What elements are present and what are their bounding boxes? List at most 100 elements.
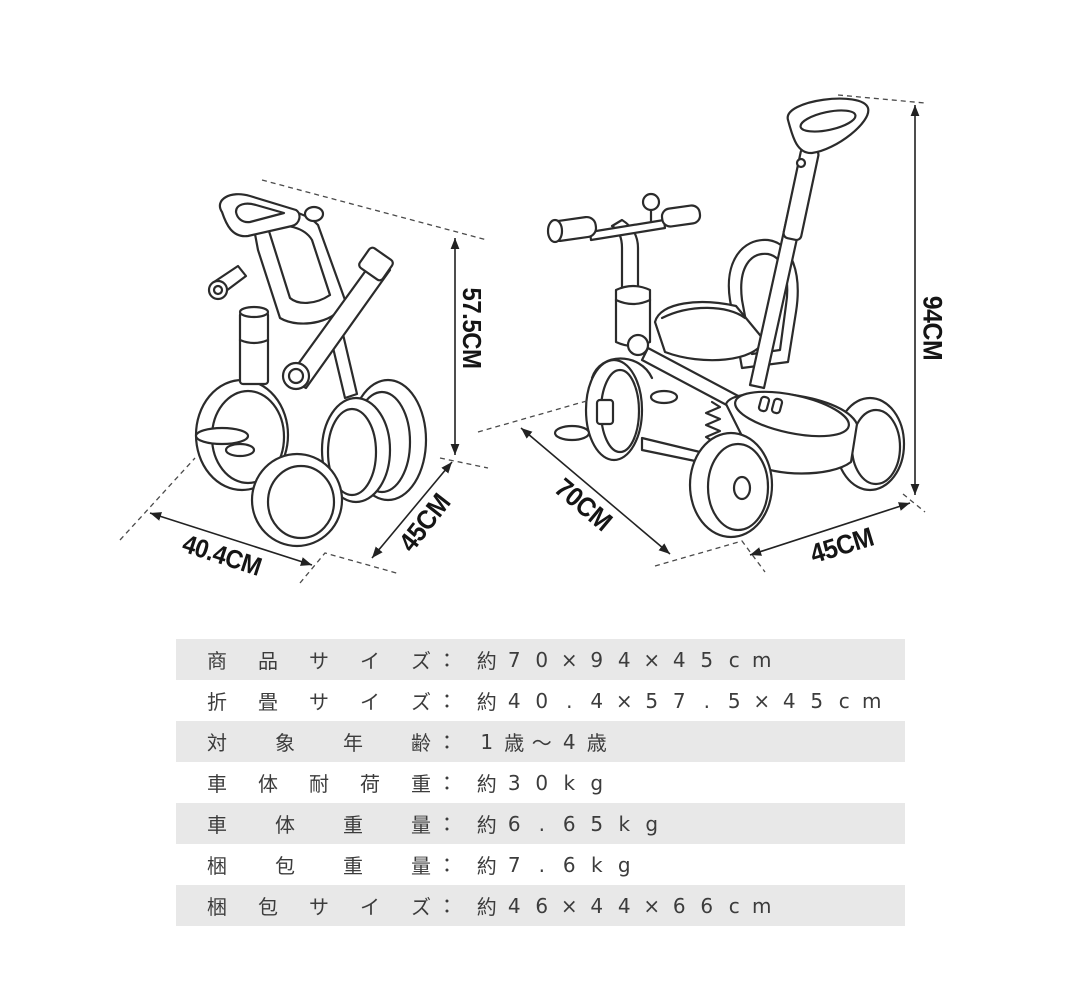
folded-hub [281, 361, 311, 391]
spec-value-char: m [752, 893, 772, 918]
spec-label-char: 商 [207, 649, 227, 673]
spec-label-char: 重 [411, 772, 431, 796]
folded-height-label: 57.5CM [457, 287, 487, 369]
spec-value-char: 0 [535, 688, 549, 713]
spec-value-char: 6 [562, 811, 576, 836]
spec-separator: ： [442, 852, 462, 876]
spec-label: 梱包重量 [205, 844, 433, 885]
spec-label-char: 車 [207, 772, 227, 796]
spec-value-char: 4 [590, 688, 604, 713]
front-hub [626, 333, 650, 357]
spec-value-char: 9 [590, 647, 604, 672]
spec-label-char: 齢 [411, 731, 431, 755]
spec-label-char: イ [360, 690, 380, 714]
spec-label-char: 折 [207, 690, 227, 714]
spec-value-char: × [643, 893, 661, 918]
spec-label-char: 包 [258, 895, 278, 919]
spec-value-char: 約 [476, 690, 497, 714]
spec-label-char: 対 [207, 731, 227, 755]
spec-label-char: 梱 [207, 895, 227, 919]
spec-value-char: 6 [672, 893, 686, 918]
folded-width-arrow [149, 512, 313, 566]
fork-seam [614, 298, 652, 306]
column-cap [238, 305, 270, 319]
spec-label-char: 量 [411, 854, 431, 878]
spec-value-char: 約 [476, 854, 497, 878]
spec-label-char: ズ [411, 690, 431, 714]
spec-label-char: 車 [207, 813, 227, 837]
pedal [595, 398, 615, 426]
spec-value-char: 7 [507, 647, 521, 672]
unfolded-left-extension [477, 399, 591, 433]
spec-label-char: イ [360, 895, 380, 919]
spec-value-char: 5 [727, 688, 741, 713]
spec-value-char: 7 [672, 688, 686, 713]
unfolded-tricycle [546, 97, 906, 539]
spec-value-char: 歳 [586, 731, 607, 755]
spec-label-char: 重 [343, 813, 363, 837]
spec-value-char: c [838, 688, 850, 713]
spec-separator: ： [442, 811, 462, 835]
folded-steering-column [238, 305, 270, 386]
unfolded-right-extension [902, 493, 926, 513]
suspension-spring [704, 400, 722, 444]
spec-value-char: . [538, 811, 545, 836]
spec-label-char: 畳 [258, 690, 278, 714]
spec-value-char: 4 [590, 893, 604, 918]
dimension-diagram [119, 94, 926, 584]
column-ring [238, 338, 270, 345]
spec-label-char: イ [360, 649, 380, 673]
push-bar-cap [358, 246, 394, 282]
push-bar [748, 97, 870, 390]
right-grip [660, 204, 702, 228]
fork-body [614, 284, 652, 348]
spec-label-char: 重 [343, 854, 363, 878]
spec-label-char: ズ [411, 895, 431, 919]
wheel-tire-inner [850, 408, 902, 486]
spec-label: 車体耐荷重 [205, 762, 433, 803]
unfolded-top-extension [837, 94, 926, 104]
spec-value-char: 4 [672, 647, 686, 672]
spec-label: 折畳サイズ [205, 680, 433, 721]
spec-value-char: . [566, 688, 573, 713]
spec-value-char: ～ [531, 731, 552, 755]
spec-label-char: 梱 [207, 854, 227, 878]
handlebar-cap-center [212, 284, 224, 296]
push-release-button [795, 157, 807, 169]
spec-value-char: × [615, 688, 633, 713]
spec-label: 商品サイズ [205, 639, 433, 680]
spec-value-char: g [645, 811, 659, 836]
folded-bottom-extension [439, 457, 489, 469]
spec-separator: ： [442, 893, 462, 917]
footrest-plate [194, 426, 250, 446]
spec-value-char: × [560, 647, 578, 672]
spec-value-char: . [538, 852, 545, 877]
spec-separator: ： [442, 688, 462, 712]
folded-front-wheel [250, 452, 344, 548]
folded-tricycle [194, 193, 428, 548]
spec-value-char: 4 [617, 893, 631, 918]
left-footrest [553, 424, 591, 442]
unfolded-near-rear-wheel [688, 431, 774, 539]
seat-armrest [660, 306, 747, 320]
unfolded-height-label: 94CM [917, 295, 948, 361]
folded-left-extension [119, 457, 196, 541]
spec-value-char: 5 [700, 647, 714, 672]
spec-value-char: 7 [507, 852, 521, 877]
spec-value-char: × [560, 893, 578, 918]
spec-value-char: 1 [480, 729, 494, 754]
folded-footrest [194, 426, 256, 458]
spec-label-char: ズ [411, 649, 431, 673]
front-fender [590, 357, 654, 380]
spec-value-char: . [703, 688, 710, 713]
lower-chassis [640, 436, 702, 464]
spec-value-char: 5 [645, 688, 659, 713]
